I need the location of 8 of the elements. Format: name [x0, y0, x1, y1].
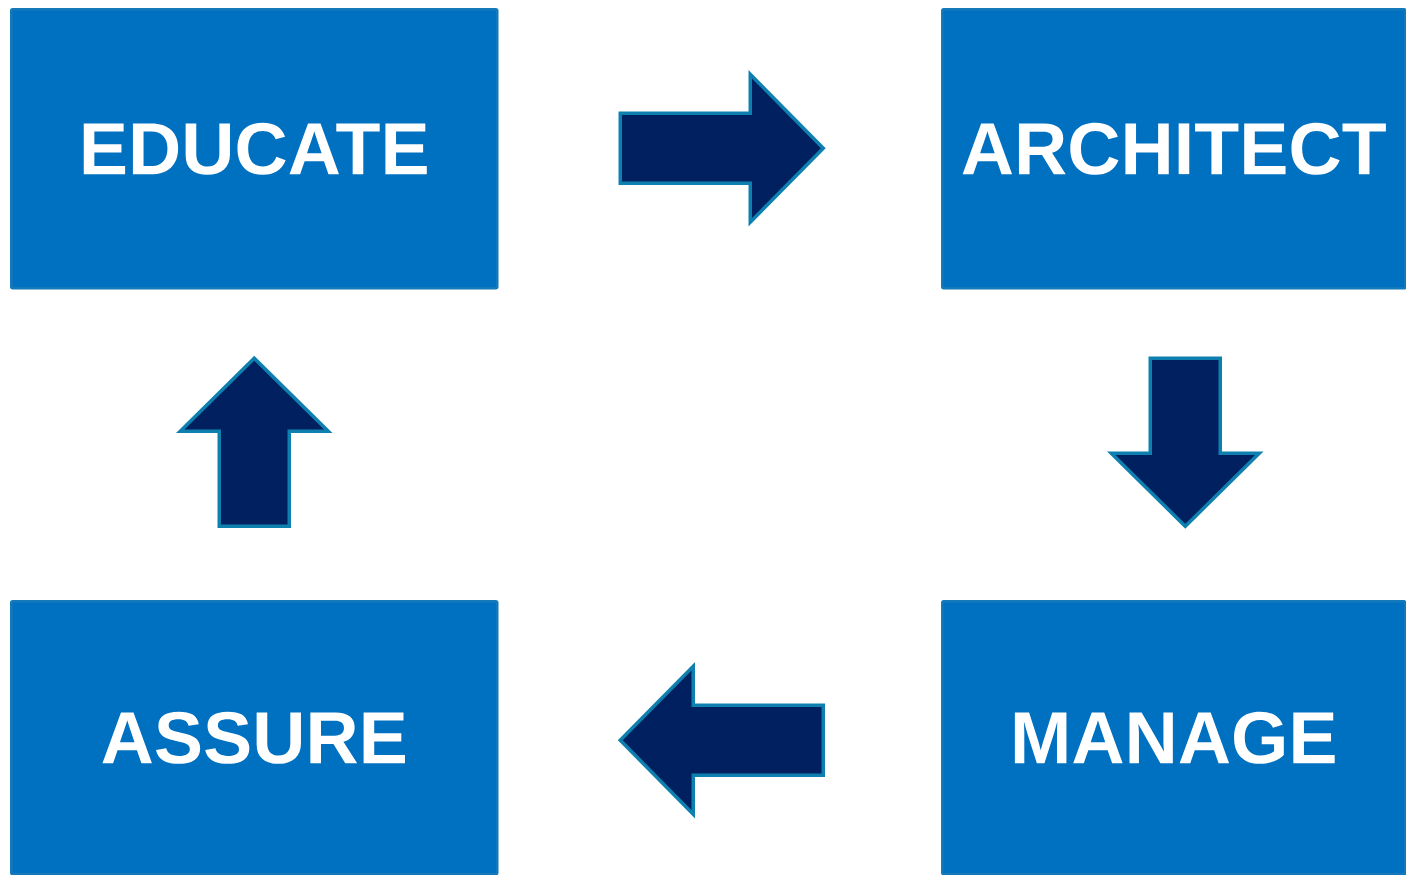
process-box: ARCHITECT: [941, 8, 1406, 290]
block-arrow: [618, 70, 826, 227]
process-box: MANAGE: [941, 600, 1406, 875]
process-box: EDUCATE: [10, 8, 499, 290]
block-arrow: [617, 662, 825, 819]
block-arrow: [176, 355, 333, 528]
block-arrow: [1107, 356, 1264, 529]
process-box: ASSURE: [10, 600, 499, 875]
